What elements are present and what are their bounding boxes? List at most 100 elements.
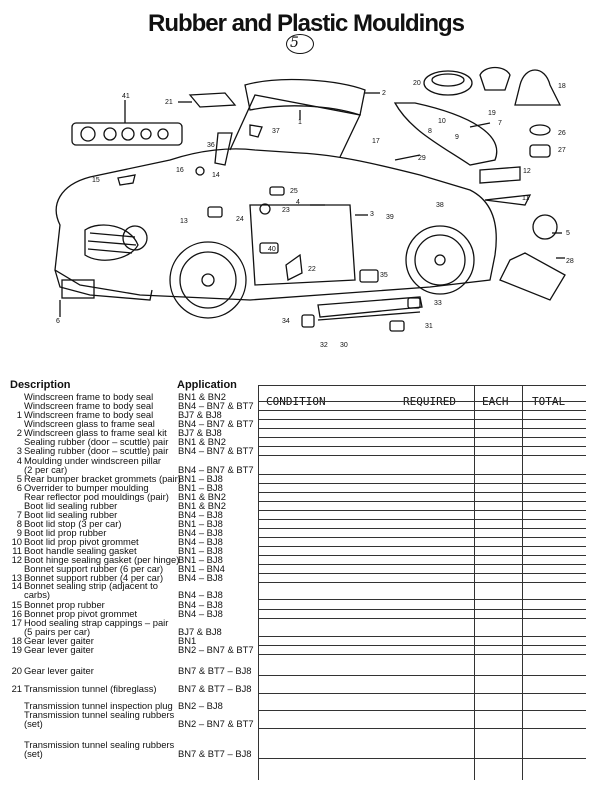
svg-text:17: 17: [372, 138, 380, 145]
number-plate: [61, 279, 95, 299]
car-parts-diagram: 41 21 2 1 37 36 20 19 18 10 8 9 7 26 27 …: [54, 66, 574, 349]
part-row: (set): [10, 749, 43, 759]
fill-in-rule: [258, 609, 586, 610]
page-title: Rubber and Plastic Mouldings: [147, 10, 465, 37]
fill-in-rule: [258, 501, 586, 502]
part-description: Gear lever gaiter: [24, 665, 94, 676]
application-header: Application: [177, 379, 237, 391]
fill-in-rule: [258, 455, 586, 456]
part-description: carbs): [24, 589, 51, 600]
fill-in-rule: [258, 546, 586, 547]
part-number: 5: [16, 473, 22, 484]
svg-text:31: 31: [425, 323, 433, 330]
boot-lid-seal: [393, 102, 498, 166]
svg-text:32: 32: [320, 342, 328, 349]
part-row: Transmission tunnel inspection plug: [10, 701, 173, 711]
part-number: 11: [12, 545, 22, 556]
fill-in-rule: [258, 555, 586, 556]
part-application: BN1 – BJ8: [178, 482, 223, 493]
part-application: BN4 – BN7 & BT7: [178, 464, 254, 475]
part-description: Hood sealing strap cappings – pair: [24, 617, 169, 628]
part-description: Boot lid sealing rubber: [24, 500, 118, 511]
part-row: Sealing rubber (door – scuttle) pair: [10, 437, 168, 447]
fill-in-rule: [258, 582, 586, 583]
part-row: (set): [10, 719, 43, 729]
part-application: BN4 – BJ8: [178, 599, 223, 610]
part-application: BN4 – BN7 & BT7: [178, 418, 254, 429]
windscreen-frame: [244, 78, 366, 116]
part-application: BN4 – BJ8: [178, 572, 223, 583]
fill-in-rule: [258, 437, 586, 438]
part-number: 19: [11, 644, 22, 655]
car-body-outline: [54, 148, 497, 301]
part-description: Bonnet support rubber (4 per car): [24, 572, 164, 583]
front-bumper: [54, 269, 153, 301]
part-description: Windscreen frame to body seal: [24, 400, 154, 411]
part-number: 2: [16, 427, 22, 438]
part-application: BN1 – BJ8: [178, 554, 223, 565]
part-number: 21: [11, 683, 22, 694]
part-application: BN1 – BJ8: [178, 473, 223, 484]
fill-in-rule: [258, 573, 586, 574]
part-number: 4: [16, 455, 22, 466]
fill-in-rule: [258, 492, 586, 493]
svg-text:39: 39: [386, 214, 394, 221]
part-row: Rear reflector pod mouldings (pair): [10, 492, 169, 502]
part-description: Bonnet prop rubber: [24, 599, 105, 610]
part-application: BN1 & BN2: [178, 491, 226, 502]
svg-text:8: 8: [428, 128, 432, 135]
part-application: BN1 – BJ8: [178, 518, 223, 529]
part-row: (5 pairs per car): [10, 627, 90, 637]
fill-in-rule: [258, 410, 586, 411]
part-row: Windscreen frame to body seal: [10, 392, 153, 402]
svg-text:12: 12: [523, 168, 531, 175]
svg-text:1: 1: [298, 119, 302, 126]
fill-in-rule: [258, 710, 586, 711]
svg-text:21: 21: [165, 99, 173, 106]
part-application: BJ7 & BJ8: [178, 409, 222, 420]
gear-gaiter-19: [479, 66, 511, 91]
part-description: Windscreen frame to body seal: [24, 391, 154, 402]
part-application: BN4 – BJ8: [178, 589, 223, 600]
svg-text:20: 20: [413, 80, 421, 87]
part-application: BN1 & BN2: [178, 500, 226, 511]
page-number-circle: [286, 34, 314, 54]
part-application: BN4 – BJ8: [178, 527, 223, 538]
front-wheel: [169, 241, 247, 319]
part-application: BN4 – BJ8: [178, 536, 223, 547]
part-description: Boot lid prop rubber: [24, 527, 107, 538]
part-application: BN7 & BT7 – BJ8: [178, 683, 252, 694]
svg-text:25: 25: [290, 188, 298, 195]
part-number: 20: [11, 665, 22, 676]
svg-text:24: 24: [236, 216, 244, 223]
svg-text:15: 15: [92, 177, 100, 184]
part-description: Rear bumper bracket grommets (pair): [24, 473, 181, 484]
svg-text:26: 26: [558, 130, 566, 137]
part-description: Windscreen glass to frame seal kit: [24, 427, 167, 438]
part-application: BJ7 & BJ8: [178, 626, 222, 637]
svg-text:9: 9: [455, 134, 459, 141]
part-description: Sealing rubber (door – scuttle) pair: [24, 445, 169, 456]
part-application: BN4 – BJ8: [178, 509, 223, 520]
svg-text:16: 16: [176, 167, 184, 174]
part-application: BN1 – BN4: [178, 563, 225, 574]
part-description: Bonnet support rubber (6 per car): [24, 563, 164, 574]
svg-text:37: 37: [272, 128, 280, 135]
part-row: Transmission tunnel sealing rubbers: [10, 710, 174, 720]
fill-in-rule: [258, 675, 586, 676]
part-application: BN2 – BJ8: [178, 700, 223, 711]
svg-text:3: 3: [370, 211, 374, 218]
part-application: BJ7 & BJ8: [178, 427, 222, 438]
svg-text:13: 13: [180, 218, 188, 225]
